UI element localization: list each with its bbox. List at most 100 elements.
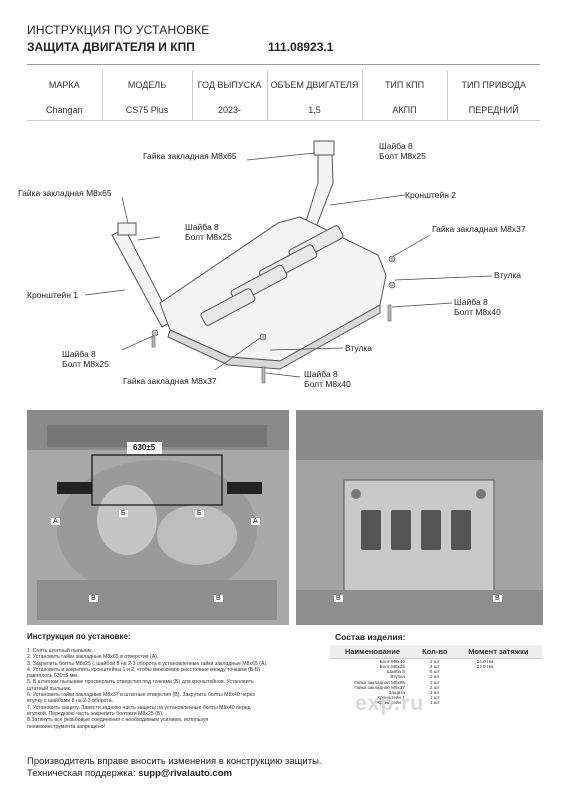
instruction-step: 1. Снять штатный пыльник. — [27, 648, 94, 654]
spec-header: МОДЕЛЬ — [101, 70, 192, 100]
parts-header: Наименование — [330, 645, 415, 659]
instruction-step: втулку с шайбами 8 на 2-3 оборота. — [27, 698, 114, 705]
instructions-list: 1. Снять штатный пыльник. 2. Установить … — [27, 648, 307, 730]
part-name: Гайка закладная М8х65 — [354, 679, 405, 685]
header-divider — [27, 64, 540, 65]
part-qty: 2 шт — [430, 684, 440, 690]
instruction-step: равнялось 630±5 мм. — [27, 673, 79, 680]
footer-support: Техническая поддержка: supp@rivalauto.co… — [27, 768, 232, 779]
spec-header-row: МАРКА МОДЕЛЬ ГОД ВЫПУСКА ОБЪЕМ ДВИГАТЕЛЯ… — [27, 70, 540, 100]
label-bolt-text: Болт М8х40 — [454, 307, 501, 317]
label-bolt-text: Болт М8х25 — [379, 151, 426, 161]
label-bolt-text: Болт М8х25 — [62, 359, 109, 369]
label-washer-text: Шайба 8 — [304, 369, 338, 379]
spec-value: ПЕРЕДНИЙ — [446, 100, 540, 121]
label-bolt-text: Болт М8х25 — [185, 232, 232, 242]
installation-photo-left: 630±5 A Б Б A B B — [27, 410, 289, 625]
label-washer-text: Шайба 8 — [454, 297, 488, 307]
parts-row: Болт М8х40 2 шт 24.0 Нм — [330, 659, 542, 665]
parts-row: Кронштейн 2 1 шт — [330, 700, 542, 705]
parts-row: Защита 1 шт — [330, 690, 542, 695]
part-name: Защита — [388, 690, 405, 696]
parts-header: Момент затяжки — [454, 645, 542, 659]
watermark: exp.ru — [355, 692, 425, 715]
support-email-link[interactable]: supp@rivalauto.com — [138, 768, 232, 779]
parts-row: Гайка закладная М8х65 2 шт — [330, 680, 542, 685]
label-bolt-text: Болт М8х40 — [304, 379, 351, 389]
part-name: Болт М8х25 — [379, 664, 405, 670]
installation-photo-right: B B — [296, 410, 543, 625]
spec-header: МАРКА — [48, 79, 80, 90]
part-qty: 1 шт — [430, 690, 440, 696]
skid-plate-drawing — [84, 140, 493, 384]
spec-value: 2023- — [191, 100, 267, 121]
part-name: Гайка закладная М8х37 — [354, 684, 405, 690]
label-washer-text: Шайба 8 — [379, 141, 413, 151]
label-sleeve-right: Втулка — [494, 270, 522, 280]
spec-header: ТИП КПП — [361, 70, 447, 100]
marker-label: B — [89, 595, 98, 602]
instruction-step: 6. Установить гайки закладные М8х37 в шт… — [27, 692, 255, 699]
parts-row: Втулка 2 шт — [330, 674, 542, 679]
label-sleeve-bottom: Втулка — [345, 343, 373, 353]
parts-header: Кол-во — [414, 645, 455, 659]
part-torque: 24.0 Нм — [476, 659, 494, 664]
part-name: Болт М8х40 — [379, 659, 405, 664]
label-bracket-2: Кронштейн 2 — [405, 190, 456, 200]
label-washer-text: Шайба 8 — [62, 349, 96, 359]
instruction-step: 8.Затянуть все резьбовые соединения с не… — [27, 717, 209, 724]
dimension-label: 630±5 — [133, 443, 156, 452]
part-qty: 2 шт — [430, 679, 440, 685]
support-label: Техническая поддержка: — [27, 768, 136, 779]
part-qty: 1 шт — [430, 700, 440, 706]
marker-label: B — [334, 595, 343, 602]
parts-header-row: Наименование Кол-во Момент затяжки — [330, 645, 542, 659]
parts-table: Наименование Кол-во Момент затяжки Болт … — [330, 645, 542, 706]
label-nut-m8x37-bottom: Гайка закладная М8х37 — [123, 376, 217, 386]
part-name: Втулка — [390, 674, 405, 680]
spec-header: ТИП ПРИВОДА — [446, 70, 540, 100]
instruction-step: 3. Закрепить болты М8х25 с шайбой 8 на 2… — [27, 660, 268, 667]
label-bracket-1: Кронштейн 1 — [27, 290, 78, 300]
parts-row: Болт М8х25 4 шт 24.0 Нм — [330, 664, 542, 669]
marker-label: Б — [195, 510, 204, 517]
instruction-step: 5. В штатном пыльнике просверлить отверс… — [27, 679, 254, 686]
instructions-title: Инструкция по установке: — [27, 632, 131, 641]
marker-label: A — [251, 518, 260, 525]
instruction-step: 7. Установить защиту. Завести заднюю час… — [27, 704, 251, 711]
label-nut-m8x65-left: Гайка закладная М8х65 — [18, 188, 112, 198]
part-qty: 2 шт — [430, 659, 440, 664]
header-title: ИНСТРУКЦИЯ ПО УСТАНОВКЕ — [27, 23, 210, 37]
label-nut-m8x65-top: Гайка закладная М8х65 — [143, 151, 237, 161]
part-qty: 2 шт — [430, 674, 440, 680]
instruction-step: штатный пыльник. — [27, 685, 72, 692]
part-qty: 6 шт — [430, 669, 440, 675]
marker-label: A — [51, 518, 60, 525]
instruction-step: 2. Установить гайки закладные М8х65 в от… — [27, 654, 159, 661]
spec-value: Changan — [27, 100, 102, 121]
instruction-step: пневмоинструмента запрещено! — [27, 723, 105, 730]
part-qty: 4 шт — [430, 664, 440, 670]
marker-label: Б — [119, 510, 128, 517]
product-code: 111.08923.1 — [268, 40, 334, 54]
part-torque: 24.0 Нм — [476, 664, 494, 670]
spec-value-row: Changan CS75 Plus 2023- 1,5 АКПП ПЕРЕДНИ… — [27, 100, 540, 121]
spec-header: ГОД ВЫПУСКА — [191, 70, 267, 100]
footer-disclaimer: Производитель вправе вносить изменения в… — [27, 756, 322, 767]
underbody-photo-right — [296, 410, 543, 625]
spec-value: 1,5 — [266, 100, 362, 121]
part-torque — [455, 700, 542, 705]
header-subtitle: ЗАЩИТА ДВИГАТЕЛЯ И КПП — [27, 40, 195, 54]
marker-label: B — [214, 595, 223, 602]
vehicle-spec-table: МАРКА МОДЕЛЬ ГОД ВЫПУСКА ОБЪЕМ ДВИГАТЕЛЯ… — [27, 70, 540, 121]
spec-header: ОБЪЕМ ДВИГАТЕЛЯ — [266, 70, 362, 100]
part-name: Кронштейн 2 — [377, 700, 405, 706]
label-washer-text: Шайба 8 — [185, 222, 219, 232]
